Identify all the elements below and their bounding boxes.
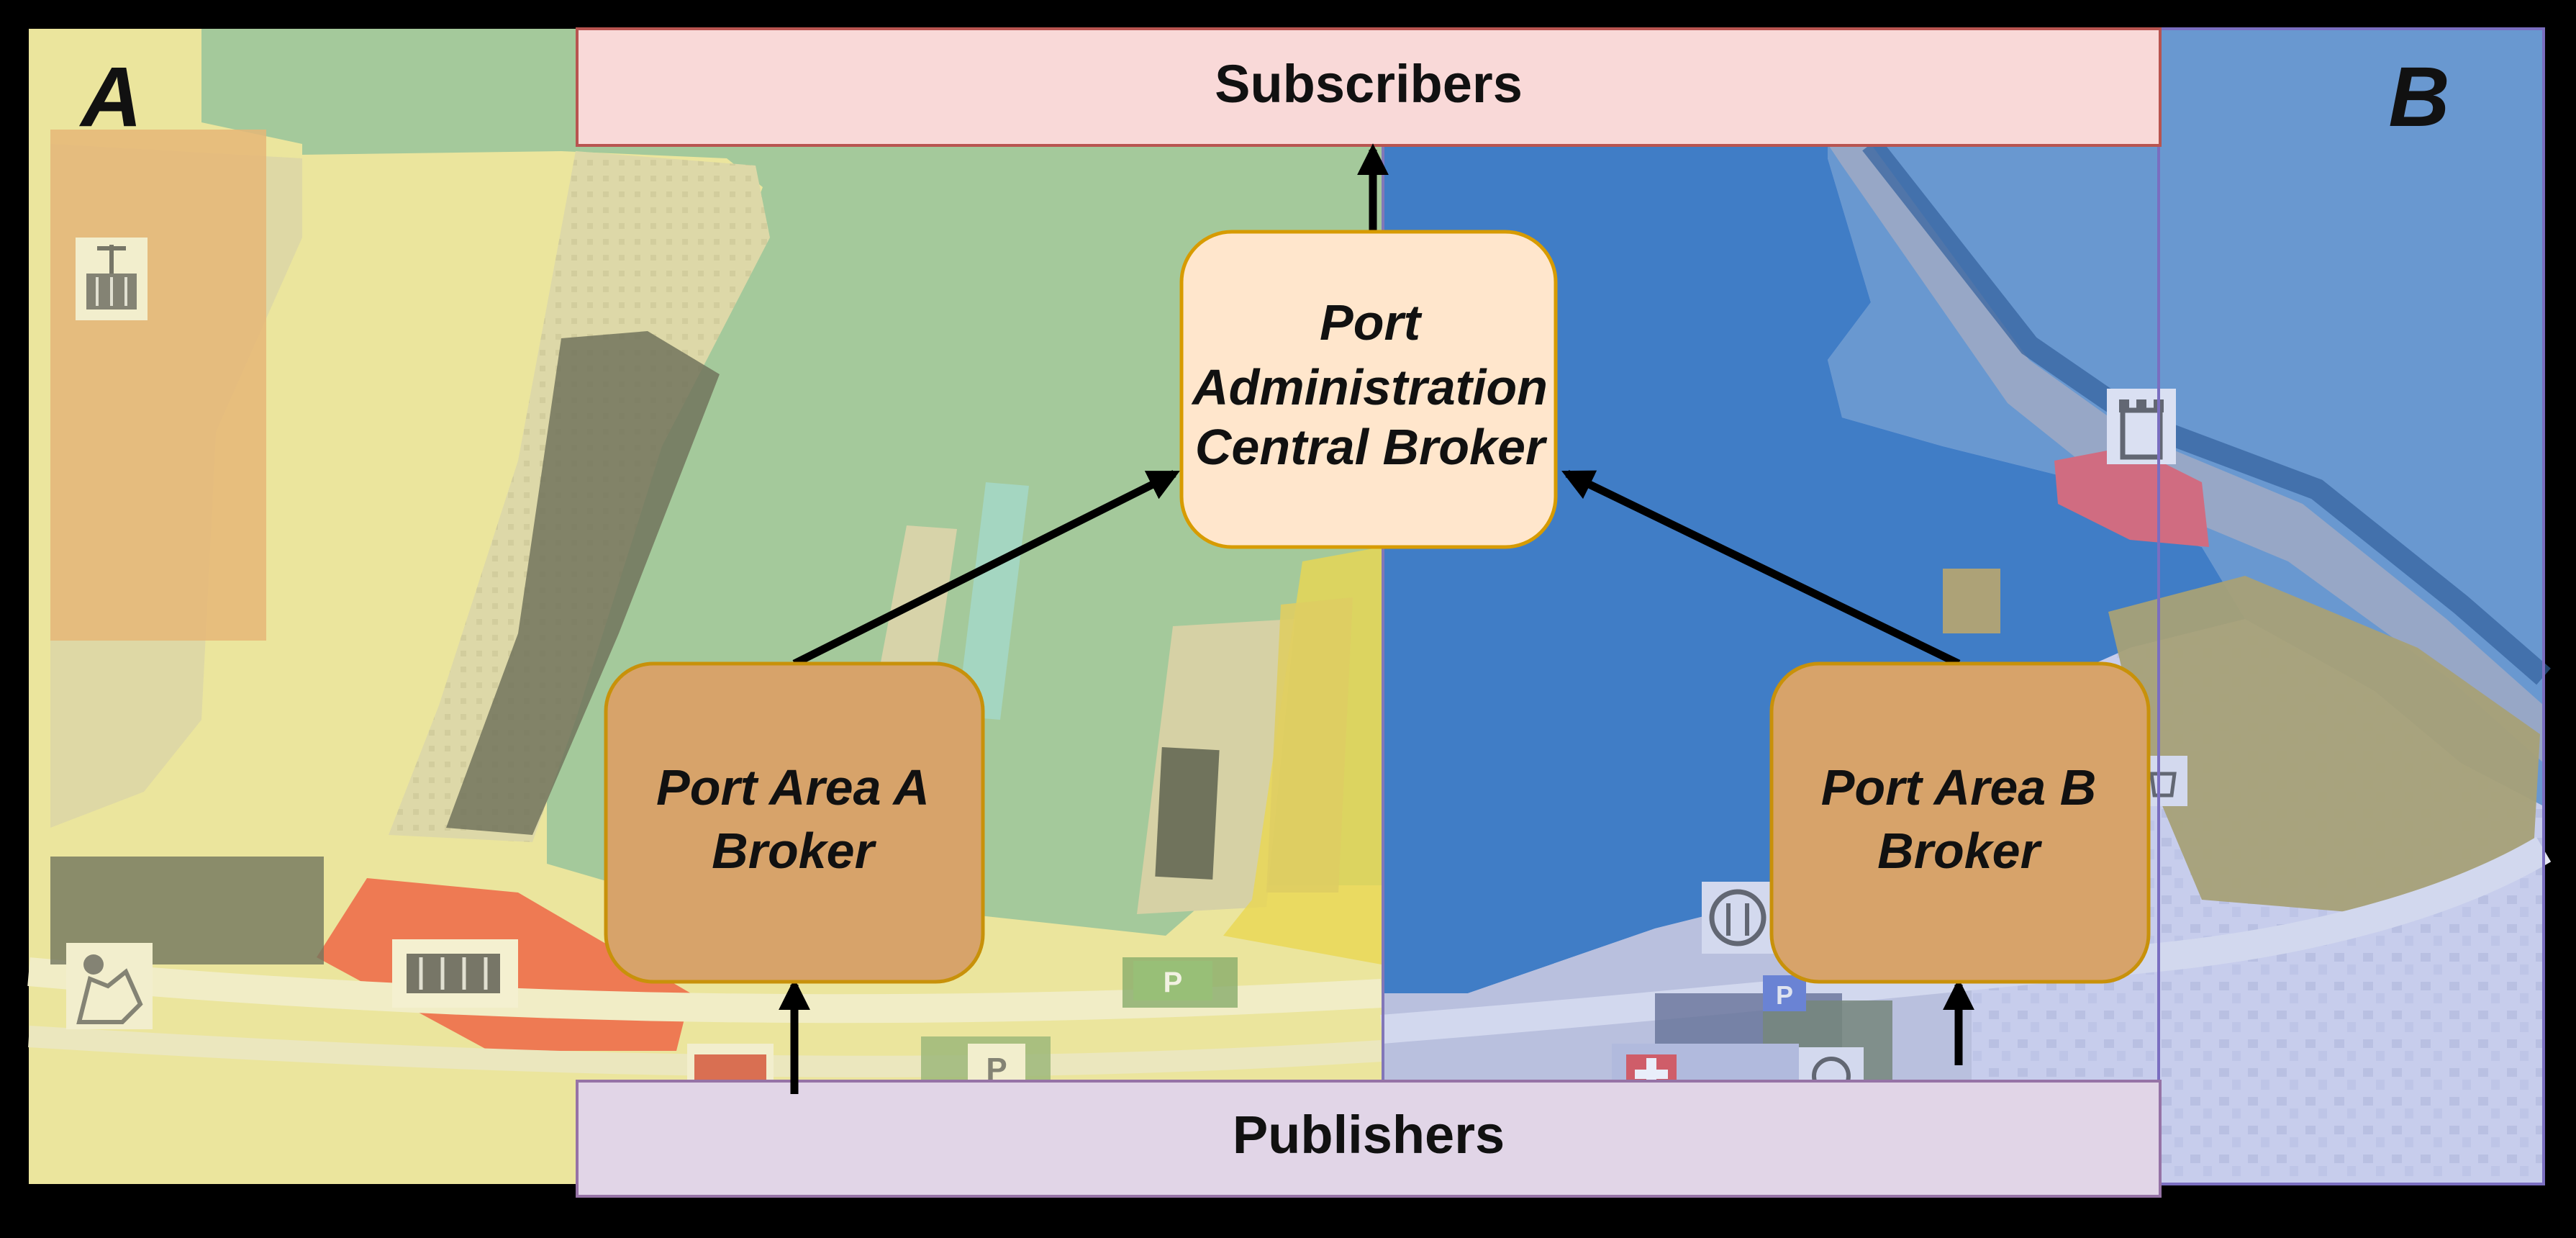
cafe-icon (2144, 756, 2187, 806)
connector-arrows (779, 143, 1974, 1094)
customs-officer-icon (66, 943, 153, 1029)
svg-text:P: P (1776, 980, 1793, 1010)
area-b-broker-line1: Port Area B (1821, 759, 2097, 815)
area-a-broker-node: Port Area A Broker (604, 661, 985, 984)
central-broker-node: Port Administration Central Broker (1179, 230, 1558, 549)
central-broker-line3: Central Broker (1195, 419, 1548, 475)
subscribers-label: Subscribers (1215, 54, 1523, 114)
area-b-broker-node: Port Area B Broker (1769, 661, 2151, 984)
panel-a-letter: A (78, 50, 142, 145)
subscribers-banner: Subscribers (576, 27, 2162, 147)
panel-a-tint (29, 29, 1382, 1184)
publishers-banner: Publishers (576, 1080, 2162, 1198)
arrow-area-a-to-central (792, 470, 1180, 667)
svg-text:P: P (1164, 967, 1183, 998)
area-a-broker-line1: Port Area A (656, 759, 930, 815)
publishers-label: Publishers (1233, 1105, 1505, 1165)
central-broker-line1: Port (1320, 294, 1423, 351)
panel-b-letter: B (2388, 50, 2449, 145)
parking-icon-3: P (1763, 975, 1806, 1011)
container-crane-icon (76, 238, 148, 320)
parking-icon: P (1133, 961, 1212, 1000)
area-b-broker-line2: Broker (1877, 823, 2042, 879)
cargo-ship-icon (392, 939, 518, 1008)
restaurant-icon (1702, 882, 1774, 954)
panel-b-border (2157, 27, 2545, 1185)
panel-b-map: P (1380, 29, 2552, 1184)
central-broker-line2: Administration (1191, 359, 1548, 415)
arrow-area-b-to-central (1561, 470, 1961, 667)
area-a-broker-line2: Broker (712, 823, 876, 879)
